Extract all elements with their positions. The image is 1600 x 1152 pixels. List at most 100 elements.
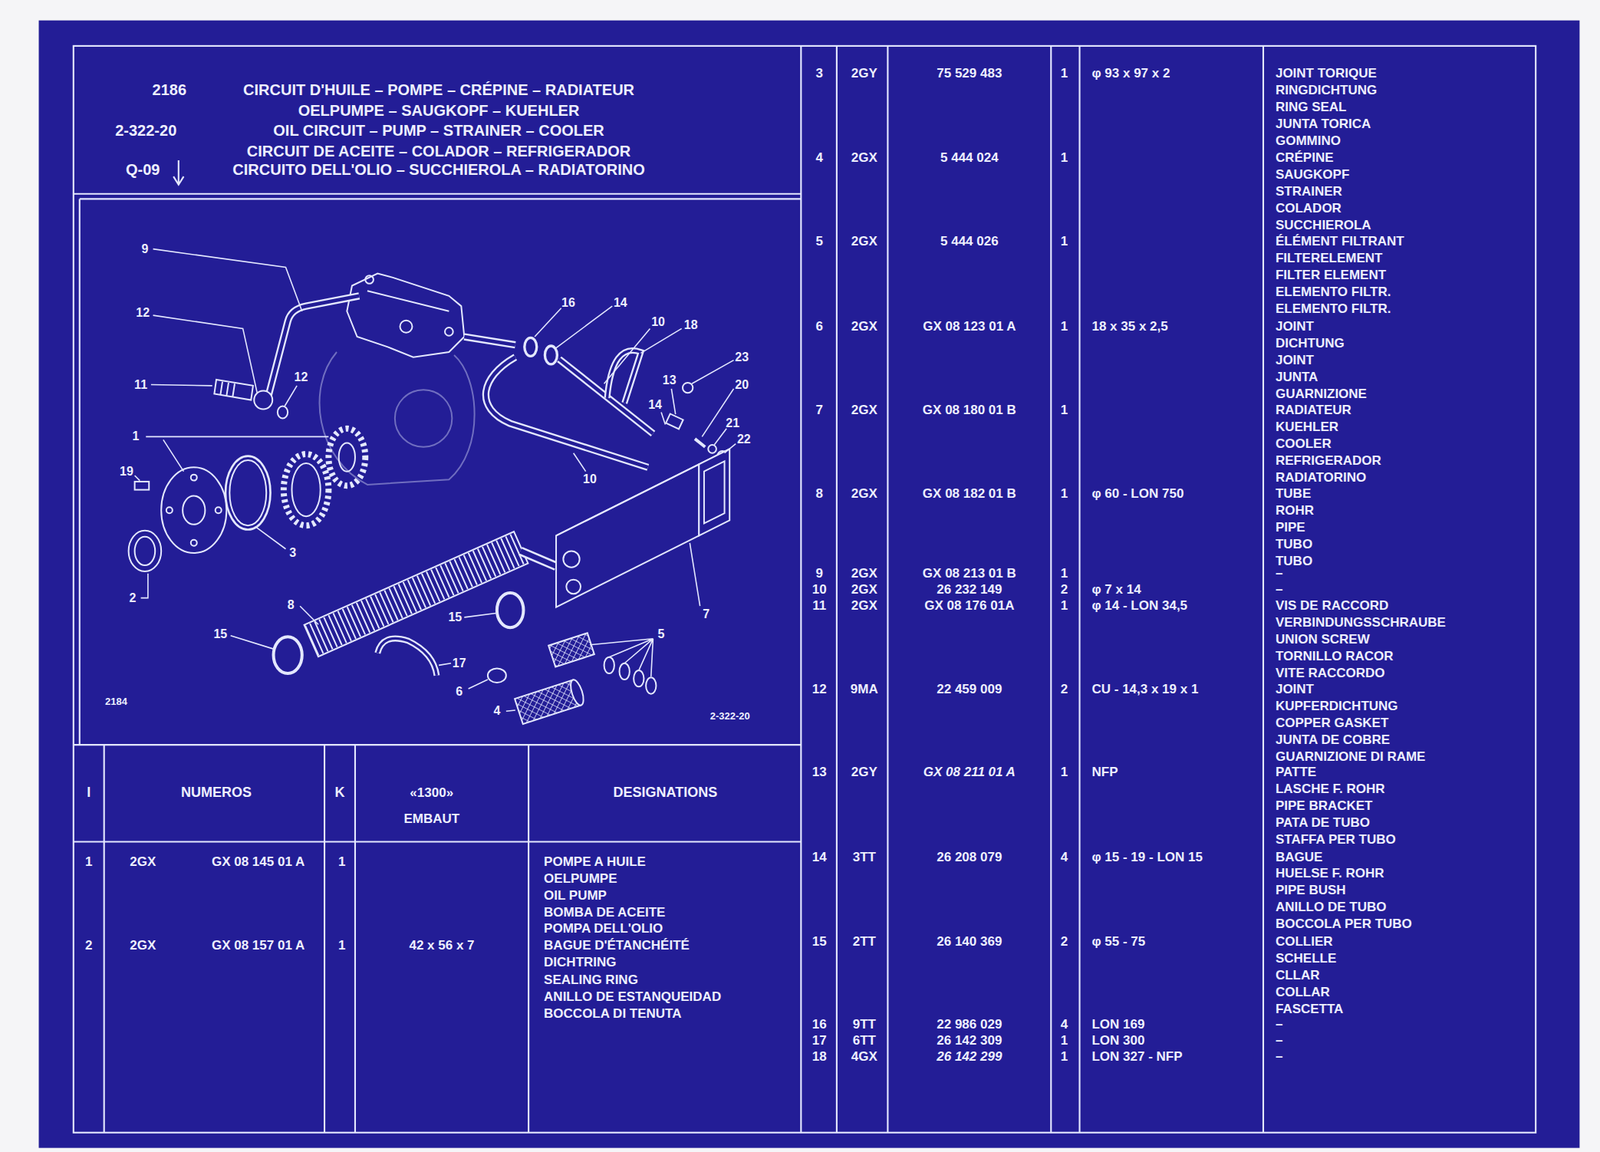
table-cell: PIPE BRACKET	[1275, 799, 1373, 814]
callout-number: 11	[134, 378, 148, 392]
table-cell: HUELSE F. ROHR	[1275, 866, 1385, 882]
pump-housing	[400, 320, 413, 333]
table-cell: STAFFA PER TUBO	[1275, 832, 1396, 848]
table-cell: 10	[812, 582, 827, 598]
table-cell: 2	[1060, 934, 1068, 950]
table-cell: ANILLO DE TUBO	[1275, 900, 1387, 916]
pump-flange	[128, 428, 366, 572]
table-cell: JUNTA TORICA	[1275, 116, 1371, 132]
callout-number: 5	[658, 628, 666, 642]
table-cell: NFP	[1091, 765, 1118, 781]
oil-circuit-illustration	[128, 249, 737, 725]
cooler	[562, 550, 580, 567]
table-cell: OIL PUMP	[543, 888, 607, 903]
leader-line	[534, 308, 562, 337]
table-cell: 4	[1060, 1017, 1068, 1032]
callout-number: 3	[289, 546, 297, 560]
table-cell: SEALING RING	[543, 972, 639, 988]
callout-number: 17	[452, 656, 467, 671]
table-cell: 1	[85, 855, 93, 870]
callout-number: 22	[737, 433, 751, 448]
header-text: OELPUMPE – SAUGKOPF – KUEHLER	[298, 102, 580, 119]
table-cell: 2	[1060, 682, 1068, 698]
table-cell: JOINT	[1275, 352, 1314, 368]
header-text: 2-322-20	[115, 121, 177, 139]
hose-stub	[520, 550, 557, 567]
pump-flange	[134, 481, 150, 491]
direction-arrow	[173, 160, 184, 185]
table-cell: COOLER	[1275, 436, 1332, 452]
table-cell: 26 142 309	[936, 1033, 1002, 1049]
leader-line	[689, 543, 700, 606]
oil-tube	[267, 296, 360, 401]
table-cell: NUMEROS	[181, 785, 252, 801]
table-cell: 1	[1060, 65, 1068, 81]
table-cell: GUARNIZIONE DI RAME	[1275, 750, 1426, 765]
hose-clamps	[497, 592, 524, 628]
figure-code: 2184	[105, 696, 128, 708]
table-cell: –	[1275, 582, 1283, 598]
leader-line	[255, 526, 287, 549]
pump-housing	[346, 273, 465, 358]
hose-stub	[520, 550, 557, 567]
callout-number: 7	[702, 607, 710, 622]
table-cell: φ 15 - 19 - LON 15	[1091, 849, 1202, 865]
table-cell: ANILLO DE ESTANQUEIDAD	[543, 990, 721, 1005]
table-cell: FILTERELEMENT	[1275, 251, 1383, 267]
strainer-parts	[619, 663, 630, 680]
table-cell: PATA DE TUBO	[1275, 816, 1370, 831]
callout-number: 20	[734, 378, 749, 392]
table-cell: FILTER ELEMENT	[1275, 268, 1387, 284]
table-cell: 1	[1060, 1033, 1068, 1049]
table-cell: 8	[816, 487, 824, 502]
table-cell: TUBO	[1275, 536, 1313, 552]
table-cell: REFRIGERADOR	[1275, 453, 1382, 468]
table-cell: LON 327 - NFP	[1091, 1050, 1182, 1065]
table-cell: GX 08 157 01 A	[211, 938, 305, 954]
table-cell: –	[1275, 1033, 1283, 1049]
hose-clamps	[273, 636, 303, 674]
pump-flange	[225, 456, 271, 531]
hose-clamps	[377, 638, 437, 675]
table-cell: 2TT	[852, 934, 876, 950]
table-cell: 18 x 35 x 2,5	[1091, 319, 1168, 334]
table-cell: LON 300	[1091, 1033, 1145, 1049]
table-cell: RADIATORINO	[1275, 470, 1367, 485]
leader-line	[153, 315, 258, 393]
table-cell: LON 169	[1091, 1017, 1145, 1032]
leader-line	[464, 613, 496, 618]
table-cell: 12	[812, 682, 827, 698]
callout-number: 12	[294, 370, 309, 385]
table-cell: 15	[812, 934, 827, 950]
pump-flange	[190, 539, 198, 547]
table-cell: 26 140 369	[936, 934, 1002, 950]
table-cell: STRAINER	[1275, 184, 1343, 200]
table-cell: 22 986 029	[936, 1017, 1002, 1032]
table-cell: 4	[1060, 849, 1068, 865]
table-cell: BAGUE	[1275, 849, 1323, 865]
table-cell: 1	[338, 855, 346, 870]
clamps-brackets	[524, 337, 728, 461]
header-text: OIL CIRCUIT – PUMP – STRAINER – COOLER	[273, 121, 605, 139]
table-cell: KUPFERDICHTUNG	[1275, 699, 1399, 715]
callout-number: 2	[128, 591, 136, 606]
leader-line	[468, 679, 488, 689]
cooler	[556, 448, 730, 607]
table-cell: JUNTA	[1275, 369, 1318, 385]
callout-number: 4	[493, 704, 501, 718]
callout-number: 14	[648, 398, 662, 412]
table-cell: 7	[816, 402, 824, 418]
leader-line	[141, 573, 149, 599]
table-cell: 2GY	[851, 765, 878, 781]
pump-flange	[182, 496, 205, 525]
table-cell: BOCCOLA DI TENUTA	[543, 1007, 682, 1022]
table-cell: 2GX	[851, 566, 878, 581]
timing-cover	[319, 352, 475, 485]
table-cell: ÉLÉMENT FILTRANT	[1275, 234, 1405, 250]
strainer-parts	[548, 632, 595, 667]
table-cell: DESIGNATIONS	[613, 785, 718, 801]
table-cell: I	[86, 785, 91, 801]
oil-tube	[464, 336, 516, 346]
header-text: CIRCUITO DELL'OLIO – SUCCHIEROLA – RADIA…	[232, 161, 645, 178]
